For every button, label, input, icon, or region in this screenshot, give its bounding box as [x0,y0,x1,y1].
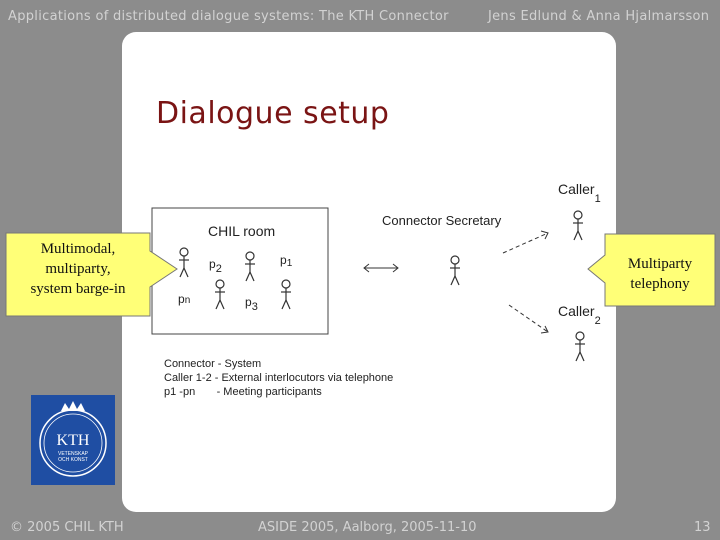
header-title: Applications of distributed dialogue sys… [8,9,449,24]
caller-2-link-arrow [508,304,549,334]
caller-1-link-arrow [502,230,549,254]
caller-1-icon [572,210,584,241]
legend-line-2: Caller 1-2 - External interlocutors via … [164,372,393,384]
secretary-icon [449,255,461,286]
participant-pn-label: pn [178,292,190,306]
kth-seal-icon: KTH VETENSKAP OCH KONST [39,401,107,477]
kth-logo: KTH VETENSKAP OCH KONST [31,395,115,485]
legend-line-1: Connector - System [164,358,261,370]
right-callout-line-1: Multiparty [627,256,693,272]
right-callout-line-2: telephony [630,276,690,292]
chil-room-label: CHIL room [208,223,275,239]
page-number: 13 [694,520,711,535]
right-callout-text: Multiparty telephony [608,254,712,294]
left-callout-text: Multimodal, multiparty, system barge-in [6,239,150,299]
kth-logo-sub1: VETENSKAP [58,451,89,457]
participant-p3-label: p3 [245,295,258,313]
slide-title: Dialogue setup [156,96,390,131]
participant-2-icon [214,279,226,310]
double-arrow-icon [363,263,399,273]
footer-copyright: © 2005 CHIL KTH [10,520,124,535]
kth-logo-sub2: OCH KONST [58,457,88,463]
caller-1-label: Caller1 [558,181,601,205]
left-callout-line-1: Multimodal, [40,241,116,257]
slide-header: Applications of distributed dialogue sys… [0,0,720,38]
connector-secretary-label: Connector Secretary [382,213,502,228]
right-callout-arrow [587,233,716,307]
left-callout-line-2: multiparty, [45,261,111,277]
caller-2-label: Caller2 [558,303,601,327]
participant-1-icon [178,247,190,278]
caller-2-icon [574,331,586,362]
header-authors: Jens Edlund & Anna Hjalmarsson [488,9,710,24]
legend-line-3: p1 -pn - Meeting participants [164,386,322,398]
participant-p1-label: p1 [280,253,293,269]
footer-event: ASIDE 2005, Aalborg, 2005-11-10 [258,520,477,535]
left-callout-arrow [5,232,178,317]
kth-logo-text: KTH [57,432,90,449]
left-callout-line-3: system barge-in [30,281,126,297]
participant-4-icon [280,279,292,310]
participant-3-icon [244,251,256,282]
participant-p2-label: p2 [209,257,222,275]
diagram-legend: Connector - System Caller 1-2 - External… [164,358,393,398]
